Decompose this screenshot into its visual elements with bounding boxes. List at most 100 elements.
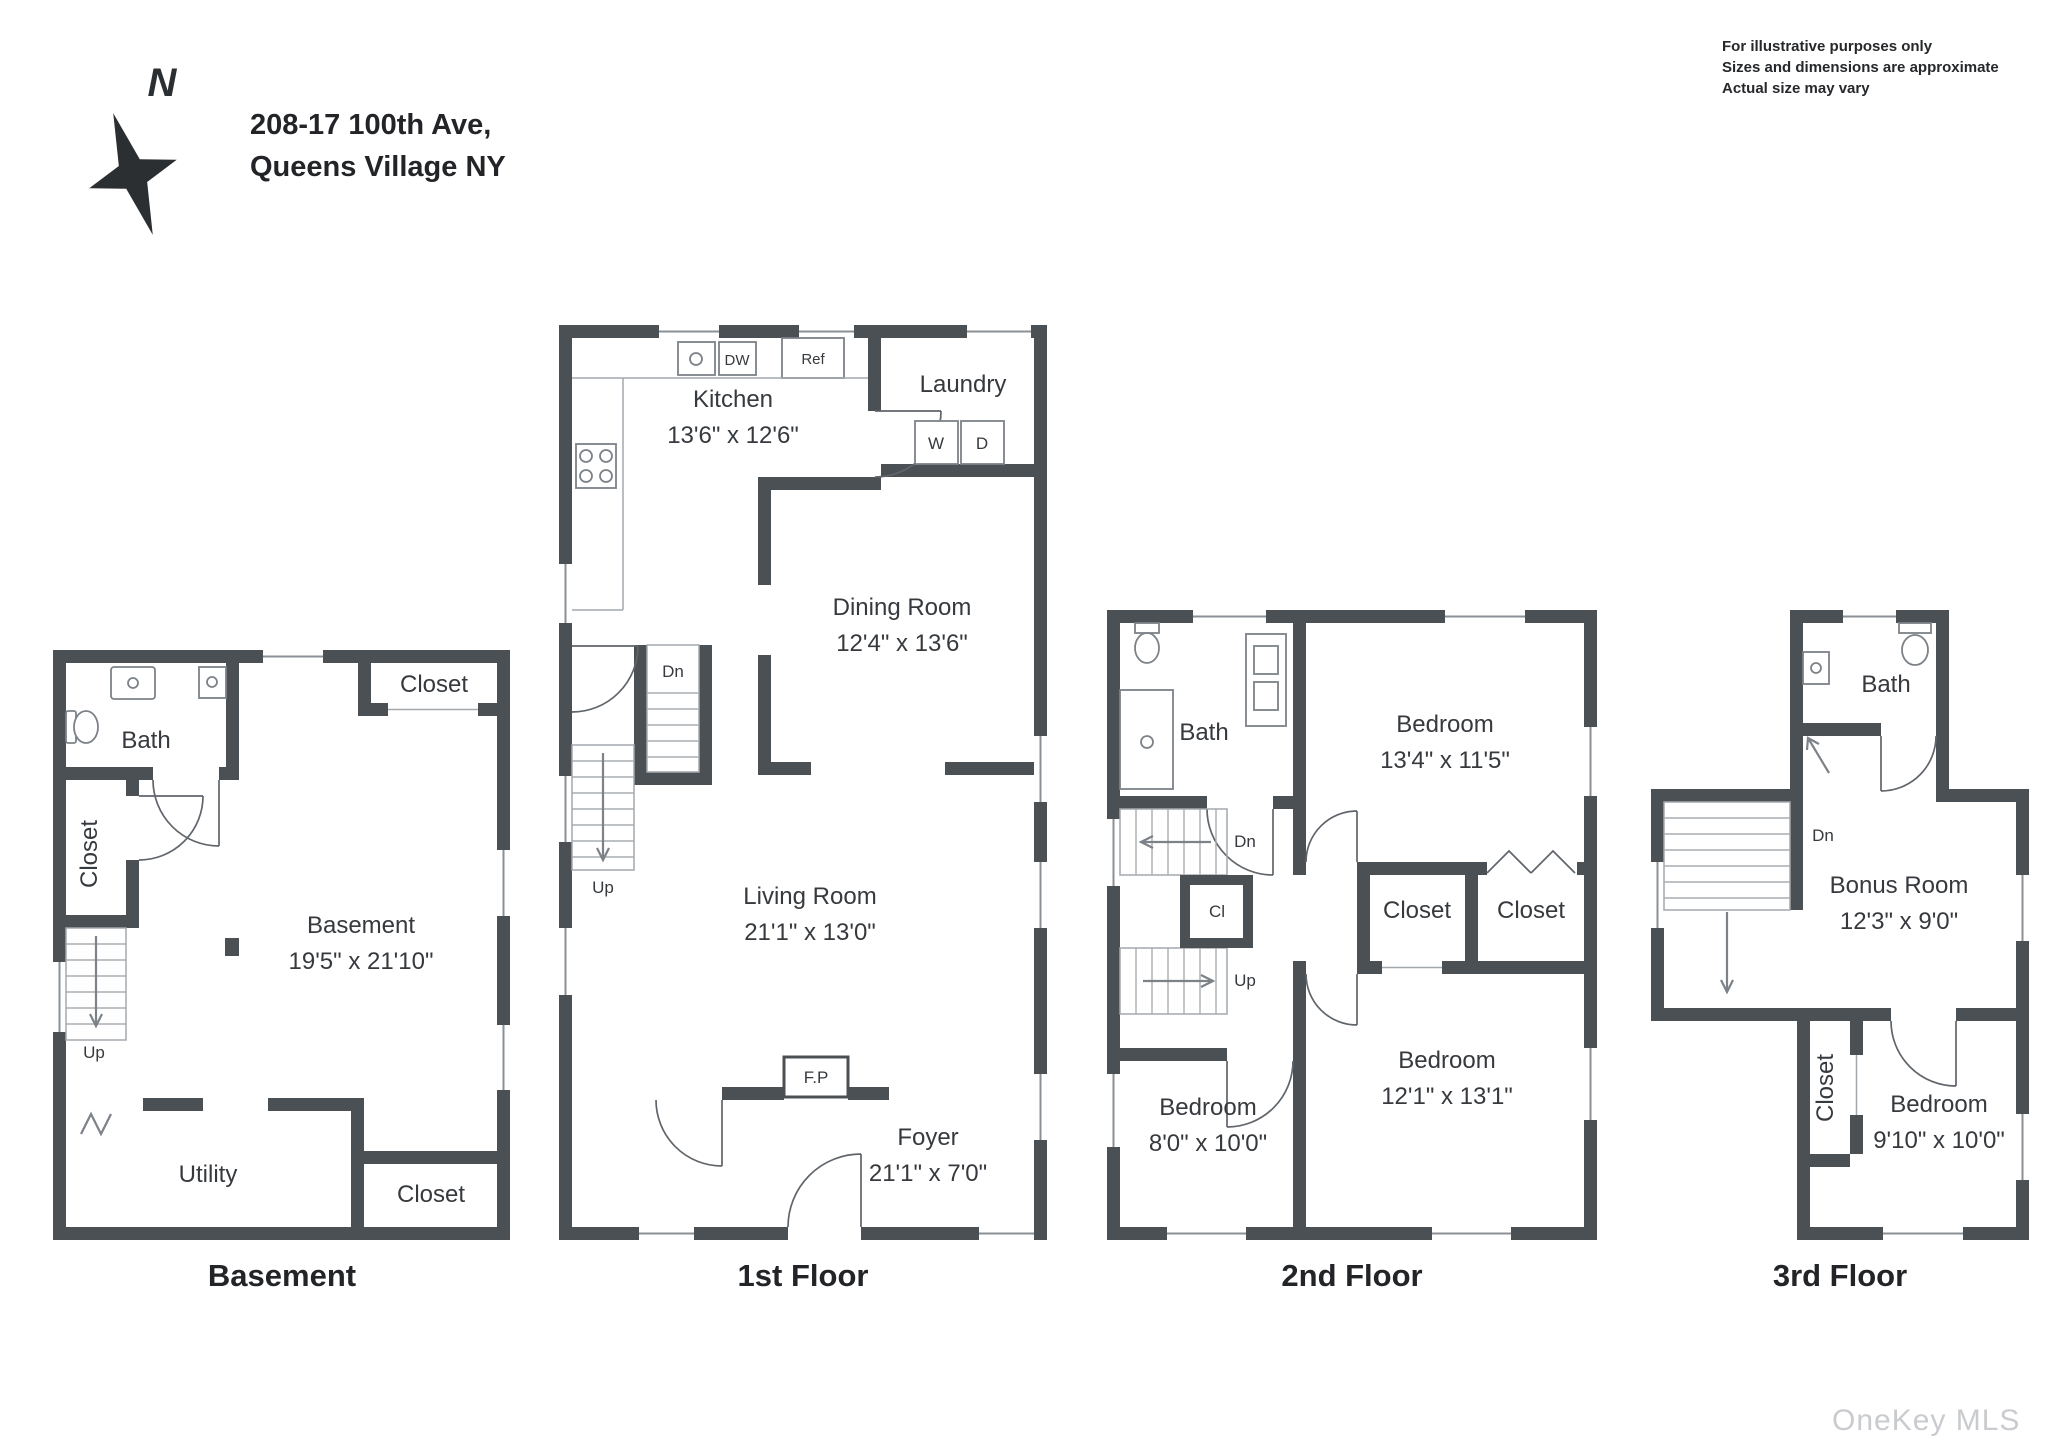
first-fixtures xyxy=(572,337,1005,1099)
room-label-closet-right: Closet xyxy=(1497,897,1565,924)
room-label-bath: Bath xyxy=(1861,671,1910,698)
appliance-label-dw: DW xyxy=(725,352,751,369)
closet-label-cl: Cl xyxy=(1209,902,1225,921)
address: 208-17 100th Ave, Queens Village NY xyxy=(250,104,506,188)
bifold-doors xyxy=(1486,849,1576,874)
room-dims-bedroom: 9'10" x 10'0" xyxy=(1873,1127,2005,1154)
room-label-closet-bottom: Closet xyxy=(397,1181,465,1208)
direction-arrow xyxy=(1805,736,1830,774)
third-windows xyxy=(1651,610,2029,1240)
appliance-label-dryer: D xyxy=(976,434,988,453)
kitchen-sink-icon xyxy=(677,341,716,376)
fireplace-label: F.P xyxy=(804,1068,829,1087)
room-label-utility: Utility xyxy=(179,1161,238,1188)
shower-icon xyxy=(198,666,227,699)
room-dims-bedroom1: 13'4" x 11'5" xyxy=(1380,747,1510,774)
third-labels: Bath Bonus Room 12'3" x 9'0" Closet Bedr… xyxy=(1812,671,2005,1154)
room-dims-living: 21'1" x 13'0" xyxy=(744,919,876,946)
room-label-laundry: Laundry xyxy=(920,371,1007,398)
second-floor-plan: Bath Bedroom 13'4" x 11'5" Closet Closet… xyxy=(1107,610,1597,1240)
room-label-living: Living Room xyxy=(743,883,876,910)
stairs-label-up: Up xyxy=(83,1043,105,1062)
basement-doors xyxy=(126,708,478,861)
room-label-closet-left: Closet xyxy=(76,820,103,888)
toilet-icon xyxy=(1134,622,1160,664)
third-floor-plan: Bath Bonus Room 12'3" x 9'0" Closet Bedr… xyxy=(1651,610,2029,1240)
room-label-bath: Bath xyxy=(1179,719,1228,746)
fireplace-box xyxy=(782,1055,850,1099)
room-dims-basement: 19'5" x 21'10" xyxy=(289,948,434,975)
mls-watermark: OneKey MLS xyxy=(1832,1404,2021,1437)
hall-closet xyxy=(1180,875,1253,948)
floor-title-third: 3rd Floor xyxy=(1772,1258,1908,1293)
room-label-bonus: Bonus Room xyxy=(1830,872,1969,899)
room-label-dining: Dining Room xyxy=(833,594,972,621)
disclaimer-line3: Actual size may vary xyxy=(1722,80,1870,97)
shower-icon xyxy=(1119,689,1174,790)
room-label-basement: Basement xyxy=(307,912,415,939)
first-stairs xyxy=(571,644,700,871)
disclaimer-line1: For illustrative purposes only xyxy=(1722,38,1933,55)
stairs-label-dn: Dn xyxy=(1234,832,1256,851)
stairs-label-dn: Dn xyxy=(1812,826,1834,845)
room-dims-bedroom3: 12'1" x 13'1" xyxy=(1381,1083,1513,1110)
address-line2: Queens Village NY xyxy=(250,151,506,183)
room-dims-foyer: 21'1" x 7'0" xyxy=(869,1160,987,1187)
room-label-bedroom: Bedroom xyxy=(1890,1091,1987,1118)
first-floor-plan: Kitchen 13'6" x 12'6" Laundry DW Ref W D… xyxy=(559,325,1047,1240)
appliance-label-ref: Ref xyxy=(801,351,825,368)
disclaimer-line2: Sizes and dimensions are approximate xyxy=(1722,59,1999,76)
second-stairs xyxy=(1119,808,1253,1015)
floor-title-basement: Basement xyxy=(207,1258,357,1293)
third-fixtures xyxy=(1802,622,1932,685)
dryer-icon xyxy=(960,420,1005,465)
floor-title-first: 1st Floor xyxy=(737,1258,869,1293)
first-labels: Kitchen 13'6" x 12'6" Laundry DW Ref W D… xyxy=(592,351,1006,1187)
disclaimer: For illustrative purposes only Sizes and… xyxy=(1722,36,1999,99)
toilet-icon xyxy=(65,710,99,744)
fridge-icon xyxy=(781,337,845,379)
second-windows xyxy=(1107,610,1597,1240)
second-fixtures xyxy=(1119,622,1287,790)
stairs-label-up: Up xyxy=(1234,971,1256,990)
basement-plan: Bath Closet Closet Basement 19'5" x 21'1… xyxy=(53,650,510,1240)
water-heater-icon xyxy=(80,1111,112,1137)
room-label-closet-top: Closet xyxy=(400,671,468,698)
stairs-label-dn: Dn xyxy=(662,662,684,681)
third-doors xyxy=(1805,735,1957,1115)
stove-icon xyxy=(575,443,617,489)
column-post xyxy=(225,938,239,956)
basement-fixtures xyxy=(65,666,227,1137)
room-dims-bedroom2: 8'0" x 10'0" xyxy=(1149,1130,1267,1157)
sink-icon xyxy=(110,666,156,700)
counter-line xyxy=(572,377,868,611)
sink-icon xyxy=(1802,651,1830,685)
basement-labels: Bath Closet Closet Basement 19'5" x 21'1… xyxy=(76,671,468,1208)
washer-icon xyxy=(914,420,959,465)
compass-rose: N xyxy=(89,61,178,235)
compass-star xyxy=(89,113,177,235)
third-stairs xyxy=(1663,801,1791,995)
first-windows xyxy=(559,325,1047,1240)
third-walls xyxy=(1651,610,2029,1240)
room-label-bedroom3: Bedroom xyxy=(1398,1047,1495,1074)
basement-stairs xyxy=(65,927,127,1041)
compass-n-label: N xyxy=(148,61,178,105)
room-dims-dining: 12'4" x 13'6" xyxy=(836,630,968,657)
room-label-closet: Closet xyxy=(1812,1054,1839,1122)
room-label-bedroom1: Bedroom xyxy=(1396,711,1493,738)
second-labels: Bath Bedroom 13'4" x 11'5" Closet Closet… xyxy=(1149,711,1565,1157)
stairs-label-up: Up xyxy=(592,878,614,897)
appliance-label-washer: W xyxy=(928,434,944,453)
room-label-bath: Bath xyxy=(121,727,170,754)
room-dims-bonus: 12'3" x 9'0" xyxy=(1840,908,1958,935)
address-line1: 208-17 100th Ave, xyxy=(250,109,492,141)
dishwasher-icon xyxy=(718,341,757,376)
basement-windows xyxy=(53,650,510,1090)
room-label-closet-left: Closet xyxy=(1383,897,1451,924)
room-label-bedroom2: Bedroom xyxy=(1159,1094,1256,1121)
room-label-kitchen: Kitchen xyxy=(693,386,773,413)
room-dims-kitchen: 13'6" x 12'6" xyxy=(667,422,799,449)
room-label-foyer: Foyer xyxy=(897,1124,958,1151)
